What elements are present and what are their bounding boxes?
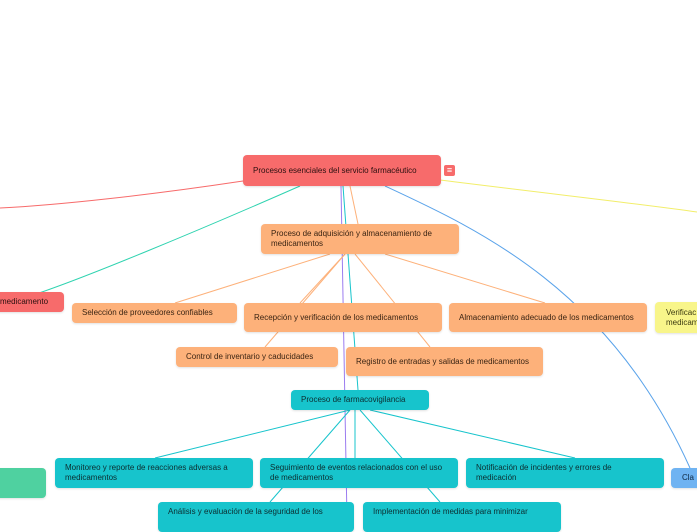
connector-root-left-red: [0, 180, 244, 209]
connector-root-left-teal: [29, 185, 301, 297]
inventory-label: Control de inventario y caducidades: [186, 352, 314, 361]
connector-acq-storage: [384, 253, 546, 304]
connector-root-blue: [384, 185, 691, 469]
monitoring-label: Monitoreo y reporte de reacciones advers…: [65, 463, 228, 482]
reception-node[interactable]: Recepción y verificación de los medicame…: [244, 303, 442, 332]
notification-label: Notificación de incidentes y errores de …: [476, 463, 612, 482]
connector-root-acquisition: [349, 185, 359, 225]
connector-ph-notification: [369, 409, 576, 459]
connector-root-yellow: [439, 179, 697, 213]
acquisition-branch-node[interactable]: Proceso de adquisición y almacenamiento …: [261, 224, 459, 254]
hamburger-menu-icon[interactable]: ≡: [444, 165, 455, 176]
followup-label: Seguimiento de eventos relacionados con …: [270, 463, 443, 482]
monitoring-node[interactable]: Monitoreo y reporte de reacciones advers…: [55, 458, 253, 488]
reception-label: Recepción y verificación de los medicame…: [254, 312, 419, 322]
suppliers-node[interactable]: Selección de proveedores confiables: [72, 303, 237, 323]
right-partial-yellow-label: Verificac medicam: [666, 307, 697, 327]
left-partial-label: medicamento: [0, 297, 49, 306]
connector-ph-monitoring: [154, 409, 351, 459]
right-partial-yellow-node[interactable]: Verificac medicam: [655, 302, 697, 333]
suppliers-label: Selección de proveedores confiables: [82, 308, 213, 317]
implementation-node[interactable]: Implementación de medidas para minimizar: [363, 502, 561, 532]
followup-node[interactable]: Seguimiento de eventos relacionados con …: [260, 458, 458, 488]
connector-acq-inventory: [264, 253, 346, 348]
analysis-label: Análisis y evaluación de la seguridad de…: [168, 507, 323, 516]
connector-acq-suppliers: [174, 253, 331, 304]
registry-node[interactable]: Registro de entradas y salidas de medica…: [346, 347, 543, 376]
implementation-label: Implementación de medidas para minimizar: [373, 507, 528, 516]
pharmacovigilance-branch-label: Proceso de farmacovigilancia: [301, 395, 406, 404]
connector-lines: [0, 179, 697, 520]
connector-ph-analysis: [269, 409, 351, 503]
storage-node[interactable]: Almacenamiento adecuado de los medicamen…: [449, 303, 647, 332]
analysis-node[interactable]: Análisis y evaluación de la seguridad de…: [158, 502, 354, 532]
right-partial-blue-node[interactable]: Cla: [671, 468, 697, 488]
root-node[interactable]: Procesos esenciales del servicio farmacé…: [243, 155, 441, 186]
registry-label: Registro de entradas y salidas de medica…: [356, 356, 529, 366]
acquisition-branch-label: Proceso de adquisición y almacenamiento …: [271, 229, 432, 248]
left-partial-green-node[interactable]: [0, 468, 46, 498]
connector-acq-registry: [354, 253, 431, 348]
root-node-label: Procesos esenciales del servicio farmacé…: [253, 165, 417, 175]
inventory-node[interactable]: Control de inventario y caducidades: [176, 347, 338, 367]
left-partial-node[interactable]: medicamento: [0, 292, 64, 312]
right-partial-blue-label: Cla: [682, 473, 695, 482]
storage-label: Almacenamiento adecuado de los medicamen…: [459, 312, 634, 322]
notification-node[interactable]: Notificación de incidentes y errores de …: [466, 458, 664, 488]
pharmacovigilance-branch-node[interactable]: Proceso de farmacovigilancia: [291, 390, 429, 410]
